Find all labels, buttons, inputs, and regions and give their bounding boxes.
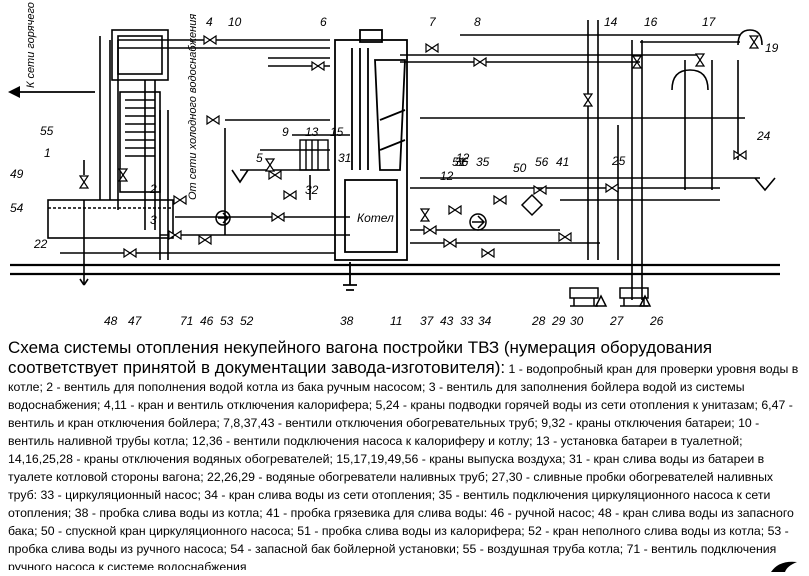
svg-text:2: 2 [149,182,157,196]
svg-text:71: 71 [180,314,193,328]
svg-text:7: 7 [429,15,437,29]
svg-text:49: 49 [10,167,24,181]
svg-text:26: 26 [649,314,664,328]
svg-text:56: 56 [535,155,549,169]
svg-text:37: 37 [420,314,435,328]
equipment-labels: 4 10 6 7 8 14 16 17 19 24 25 55 1 49 2 3… [10,15,779,328]
svg-text:30: 30 [570,314,584,328]
svg-text:51: 51 [452,155,465,169]
svg-text:5: 5 [256,151,263,165]
svg-text:24: 24 [756,129,771,143]
svg-text:13: 13 [305,125,319,139]
svg-text:12: 12 [456,151,470,165]
svg-text:19: 19 [765,41,779,55]
caption-body: 1 - водопробный кран для проверки уровня… [8,362,799,570]
kettle [334,29,408,291]
piping [8,20,780,300]
svg-text:48: 48 [104,314,118,328]
svg-text:55: 55 [40,124,54,138]
svg-text:9: 9 [282,125,289,139]
svg-text:27: 27 [609,314,625,328]
heating-scheme-diagram: Котел [8,0,780,328]
water-heaters [569,287,652,307]
reserve-tank-54 [47,199,174,239]
svg-text:38: 38 [340,314,354,328]
kettle-label: Котел [357,211,394,225]
svg-text:47: 47 [128,314,143,328]
svg-text:53: 53 [220,314,234,328]
svg-text:10: 10 [228,15,242,29]
svg-text:12: 12 [440,169,454,183]
svg-text:29: 29 [551,314,566,328]
svg-text:16: 16 [644,15,658,29]
svg-text:50: 50 [513,161,527,175]
svg-text:3: 3 [150,213,157,227]
svg-text:54: 54 [10,201,24,215]
pumps [215,193,544,231]
svg-text:От сети холодного водоснабжени: От сети холодного водоснабжения [187,14,199,200]
svg-text:46: 46 [200,314,214,328]
svg-text:25: 25 [611,154,626,168]
svg-text:К сети горячего водоснабжения: К сети горячего водоснабжения [25,0,37,88]
svg-text:4: 4 [206,15,213,29]
svg-text:14: 14 [604,15,618,29]
boiler-unit [111,29,169,193]
svg-text:15: 15 [330,125,344,139]
svg-text:22: 22 [33,237,48,251]
svg-text:43: 43 [440,314,454,328]
svg-text:41: 41 [556,155,569,169]
svg-text:11: 11 [390,314,402,328]
caption-title: Схема системы отопления некупейного ваго… [8,338,713,377]
svg-text:52: 52 [240,314,254,328]
svg-text:34: 34 [478,314,492,328]
valves [79,35,759,258]
svg-text:31: 31 [338,151,351,165]
svg-text:1: 1 [44,146,51,160]
svg-text:17: 17 [702,15,717,29]
hot-water-text: К сети горячего водоснабжения [25,0,37,88]
svg-text:32: 32 [305,183,319,197]
svg-text:28: 28 [531,314,546,328]
svg-text:33: 33 [460,314,474,328]
corner-logo-icon [771,561,797,572]
battery-13 [299,139,329,171]
cold-water-text: От сети холодного водоснабжения [187,14,199,200]
svg-text:35: 35 [476,155,490,169]
svg-text:36: 36 [455,155,469,169]
svg-text:8: 8 [474,15,481,29]
svg-text:6: 6 [320,15,327,29]
figure-caption: Схема системы отопления некупейного ваго… [8,338,803,570]
